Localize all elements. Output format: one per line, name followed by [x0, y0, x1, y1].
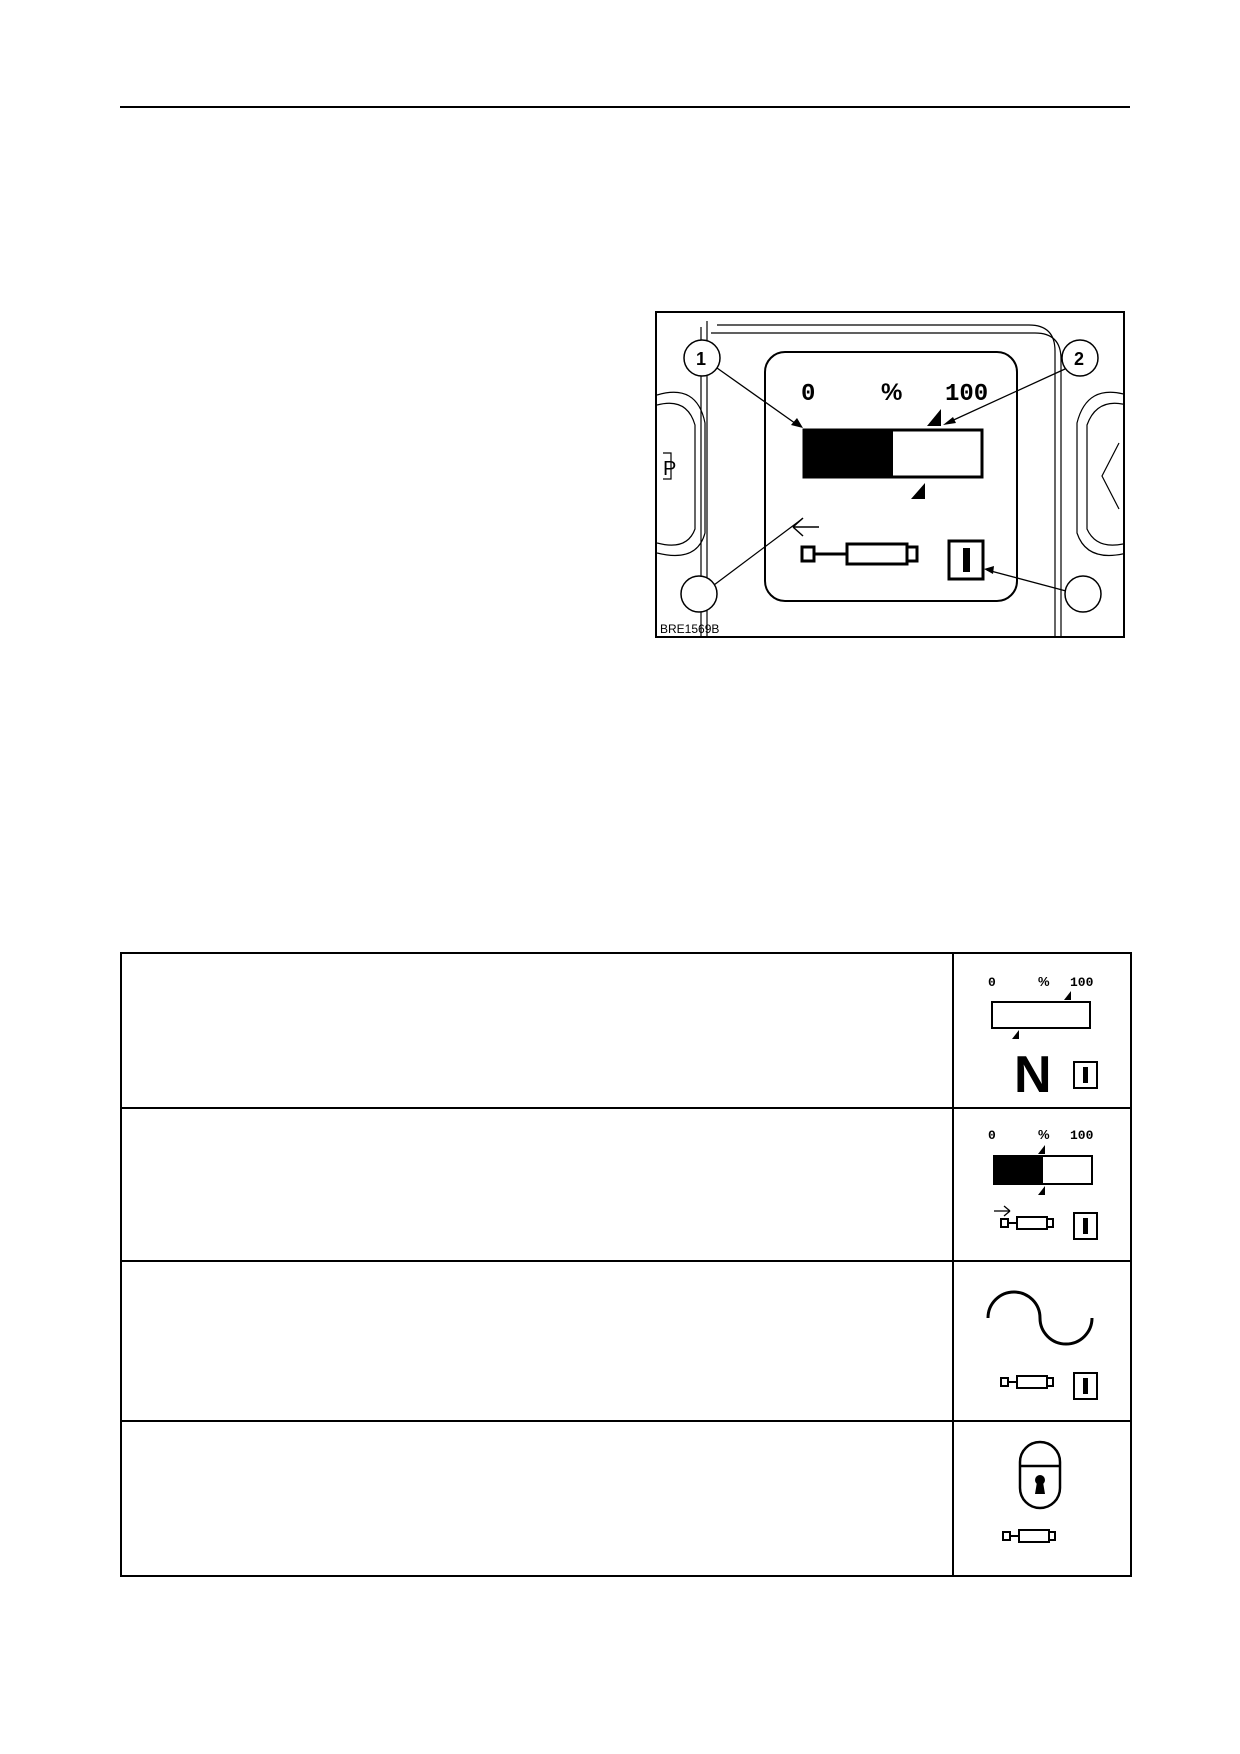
status-table: 0 % 100 N 0 % 100	[120, 952, 1132, 1577]
icon-gear-bar	[1083, 1218, 1088, 1234]
callout-3-circle	[680, 575, 718, 613]
icon-gauge-bar	[991, 1001, 1091, 1029]
neutral-gauge-icon: 0 % 100 N	[988, 974, 1098, 1104]
icon-label-max: 100	[1070, 975, 1094, 990]
header-rule	[120, 106, 1130, 108]
sine-wave-icon	[986, 1290, 1094, 1346]
half-gauge-icon: 0 % 100	[988, 1127, 1098, 1240]
icon-gear-bar	[1083, 1067, 1088, 1083]
gauge-bar-fill	[804, 430, 893, 477]
callout-2-label: 2	[1074, 349, 1084, 369]
direction-arrow-icon	[994, 1205, 1011, 1217]
row-icon-cell	[952, 1262, 1130, 1420]
gauge-lower-marker	[911, 483, 925, 499]
row-description	[122, 1262, 952, 1420]
side-letter-p: P	[663, 458, 676, 480]
figure-code: BRE1569B	[660, 622, 720, 636]
row-icon-cell	[952, 1422, 1130, 1575]
callout-4-circle	[1064, 575, 1102, 613]
icon-gauge-fill	[994, 1156, 1043, 1184]
leader-arrowhead-4	[984, 566, 994, 574]
row-icon-cell: 0 % 100 N	[952, 954, 1130, 1107]
table-row: 0 % 100	[122, 1109, 1130, 1262]
callout-circles	[680, 339, 1102, 613]
row-description	[122, 1109, 952, 1260]
icon-lower-marker	[1038, 1186, 1045, 1195]
leader-lines	[713, 367, 1067, 592]
cylinder-icon	[1002, 1529, 1056, 1543]
cylinder-icon	[1000, 1216, 1054, 1230]
row-description	[122, 1422, 952, 1575]
gauge-label-min: 0	[801, 381, 815, 408]
icon-label-max: 100	[1070, 1128, 1094, 1143]
gear-indicator-bar	[963, 548, 970, 572]
gauge-label-unit: %	[881, 379, 902, 406]
cylinder-icon	[1000, 1375, 1054, 1389]
icon-label-unit: %	[1038, 974, 1050, 989]
callout-1-label: 1	[696, 349, 706, 369]
row-icon-cell: 0 % 100	[952, 1109, 1130, 1260]
icon-upper-marker	[1038, 1145, 1045, 1154]
row-description	[122, 954, 952, 1107]
keyhole-slot	[1035, 1482, 1045, 1494]
gauge-label-max: 100	[945, 381, 988, 408]
padlock-icon	[1018, 1440, 1062, 1510]
icon-label-min: 0	[988, 975, 996, 990]
leader-arrowhead-2	[943, 417, 956, 425]
table-row	[122, 1422, 1130, 1575]
icon-lower-marker	[1012, 1030, 1019, 1039]
control-panel-illustration: P 0 % 100 1 2	[657, 321, 1123, 636]
leader-arrowhead-1	[791, 418, 803, 428]
control-panel-figure: P 0 % 100 1 2	[655, 311, 1125, 638]
icon-upper-marker	[1064, 991, 1071, 1000]
gauge-upper-marker	[927, 409, 941, 426]
lock-icon-set	[1002, 1440, 1062, 1543]
icon-label-min: 0	[988, 1128, 996, 1143]
cylinder-icon	[800, 542, 919, 566]
neutral-letter: N	[1014, 1046, 1052, 1104]
wave-icon	[986, 1290, 1098, 1400]
icon-gear-bar	[1083, 1378, 1088, 1394]
table-row: 0 % 100 N	[122, 954, 1130, 1109]
callout-1-circle	[683, 339, 721, 377]
icon-label-unit: %	[1038, 1127, 1050, 1142]
callout-2-circle	[1061, 339, 1099, 377]
table-row	[122, 1262, 1130, 1422]
direction-arrow-icon	[792, 517, 819, 537]
